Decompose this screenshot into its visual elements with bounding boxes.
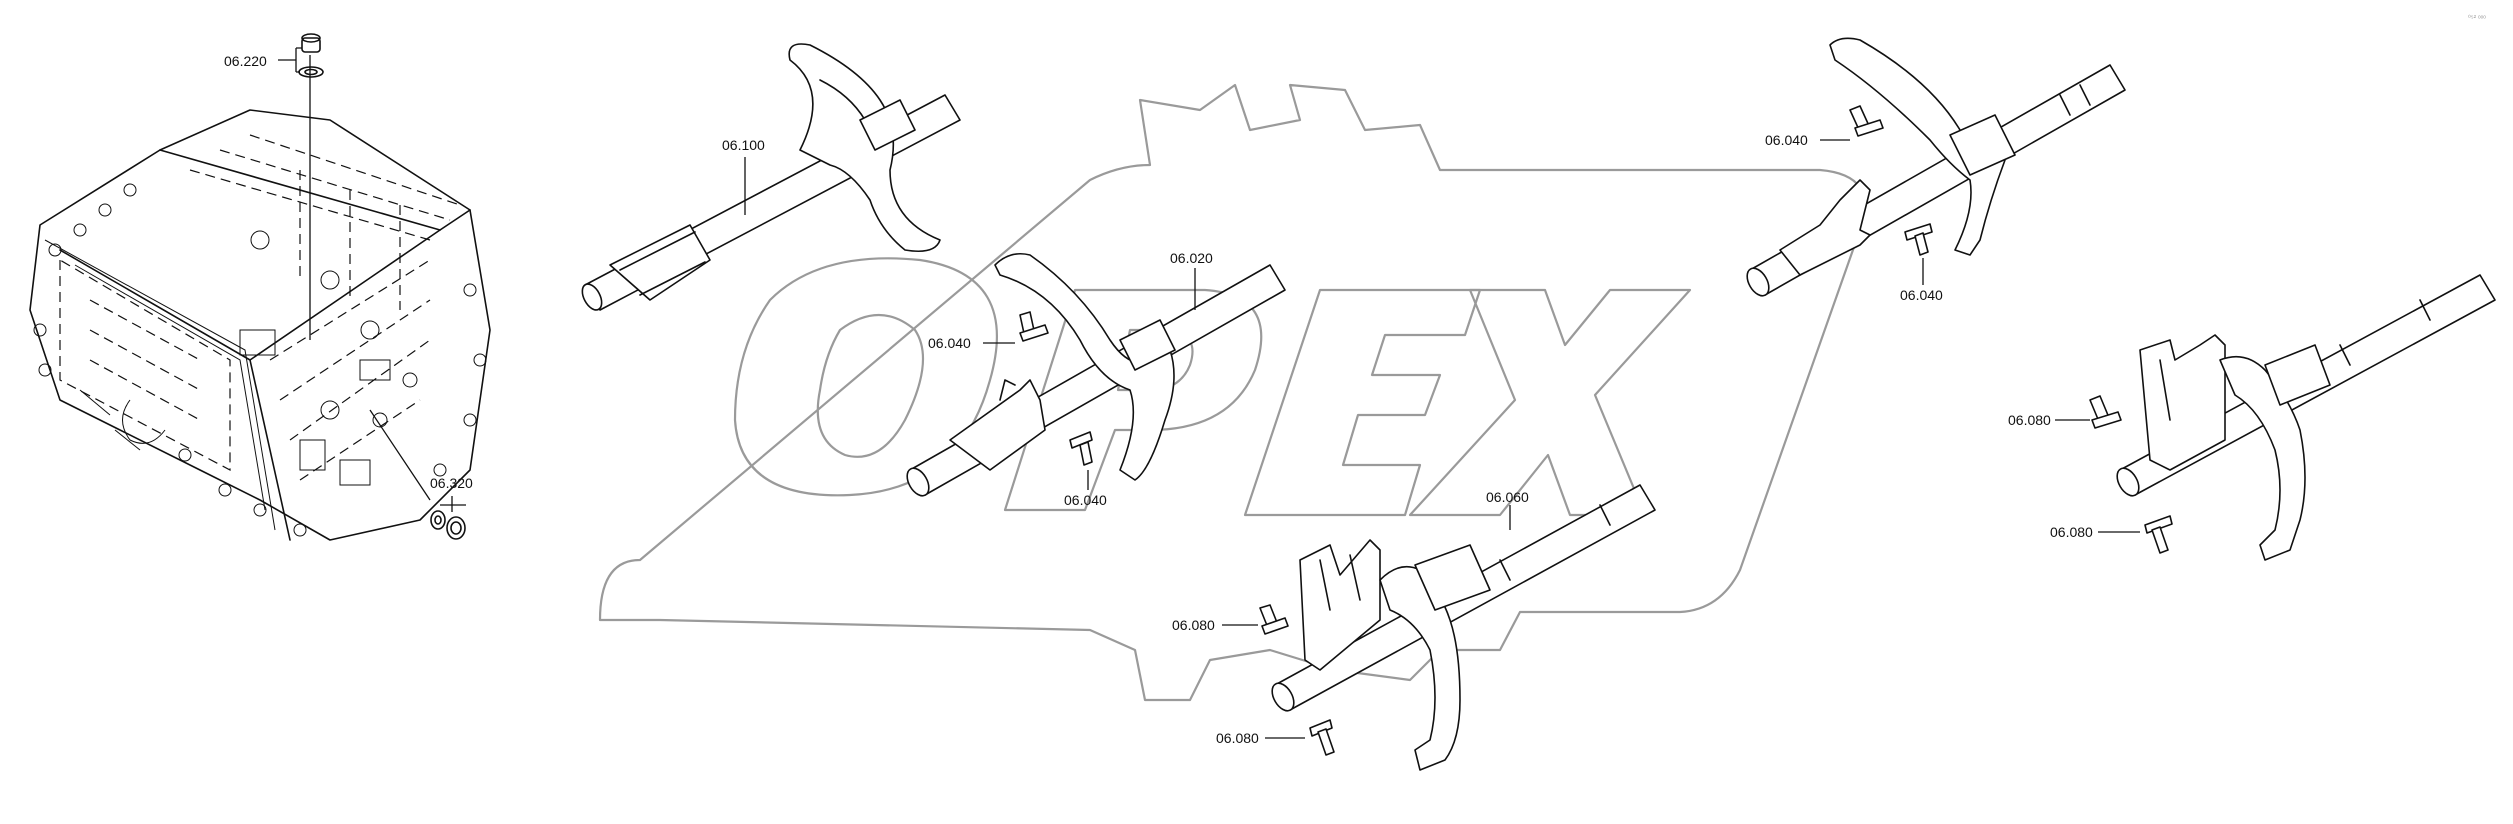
watermark-letter-e: [1243, 288, 1482, 517]
shift-rod-top-right: [1746, 37, 2126, 297]
pin-06-080-b: [1309, 719, 1335, 756]
shift-rod-06-020: [906, 252, 1286, 497]
pin-06-040-a: [1019, 311, 1049, 342]
pin-06-040-c: [1849, 105, 1884, 137]
callout-06-080-c: 06.080: [2008, 412, 2051, 428]
callout-06-020: 06.020: [1170, 250, 1213, 266]
callout-06-040-c: 06.040: [1765, 132, 1808, 148]
callout-06-040-a: 06.040: [928, 335, 971, 351]
pin-06-080-a: [1259, 604, 1289, 635]
pin-06-040-d: [1904, 223, 1933, 256]
corner-code: ⁰⁵² ᵒᵒᵒ: [2468, 14, 2486, 22]
plug-06-220: [278, 33, 324, 78]
transmission-housing: [29, 55, 491, 541]
gear-outline: [598, 83, 1867, 702]
callout-06-040-b: 06.040: [1064, 492, 1107, 508]
callout-06-080-b: 06.080: [1216, 730, 1259, 746]
callout-06-060: 06.060: [1486, 489, 1529, 505]
callout-06-220: 06.220: [224, 53, 267, 69]
pin-06-080-d: [2144, 515, 2173, 554]
callout-06-320: 06.320: [430, 475, 473, 491]
shift-rod-right: [2116, 274, 2496, 561]
shift-rod-06-100: [581, 43, 961, 311]
callout-06-040-d: 06.040: [1900, 287, 1943, 303]
pin-06-080-c: [2089, 395, 2122, 429]
callout-06-080-d: 06.080: [2050, 524, 2093, 540]
pin-06-040-b: [1069, 431, 1093, 466]
callout-06-080-a: 06.080: [1172, 617, 1215, 633]
shift-rod-06-060: [1271, 484, 1656, 771]
watermark-letter-x: [1408, 288, 1692, 517]
watermark-text: OPEX: [1240, 405, 1260, 412]
callout-06-100: 06.100: [722, 137, 765, 153]
plug-06-320: [430, 496, 466, 540]
